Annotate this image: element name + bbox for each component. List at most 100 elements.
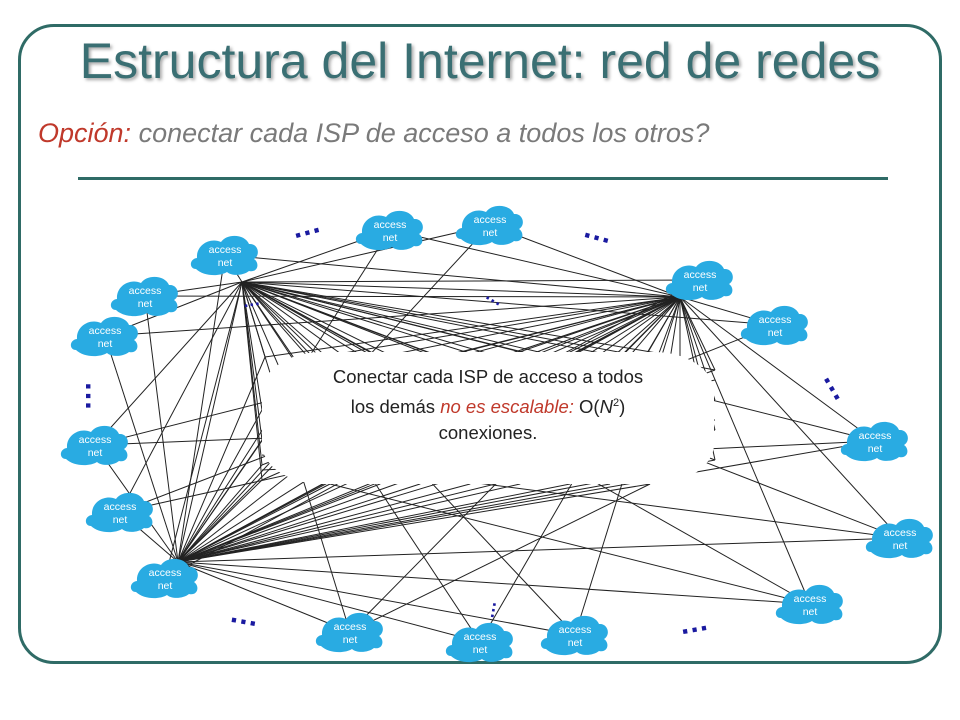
cloud-icon bbox=[70, 316, 138, 357]
node-label-line1: access bbox=[794, 593, 827, 605]
node-label-line2: net bbox=[343, 634, 358, 646]
node-label-line2: net bbox=[893, 540, 908, 552]
callout-not-scalable: no es escalable: bbox=[440, 396, 574, 418]
cloud-icon bbox=[190, 235, 258, 276]
link bbox=[177, 483, 611, 563]
cloud-icon bbox=[60, 425, 128, 466]
link bbox=[679, 296, 811, 605]
link bbox=[177, 561, 481, 643]
node-label-line1: access bbox=[884, 527, 917, 539]
link bbox=[241, 281, 776, 326]
link bbox=[144, 295, 681, 298]
callout-n: N bbox=[599, 396, 613, 418]
link bbox=[177, 356, 266, 563]
link bbox=[164, 281, 243, 579]
cloud-icon bbox=[840, 421, 908, 462]
link bbox=[241, 224, 491, 283]
cloud-icon bbox=[315, 612, 383, 653]
ellipsis-mark: … bbox=[240, 289, 261, 312]
callout-big-o: O( bbox=[573, 396, 600, 418]
link bbox=[241, 281, 321, 358]
link bbox=[144, 295, 179, 563]
link bbox=[241, 281, 561, 358]
link bbox=[177, 483, 521, 563]
node-label-line1: access bbox=[89, 325, 122, 337]
subtitle-rest: conectar cada ISP de acceso a todos los … bbox=[131, 118, 710, 148]
node-label-line1: access bbox=[334, 621, 367, 633]
link bbox=[241, 281, 263, 411]
callout-line-3: conexiones. bbox=[438, 422, 538, 444]
link bbox=[94, 281, 243, 446]
ellipsis-mark: … bbox=[676, 604, 711, 642]
node-label-line1: access bbox=[209, 244, 242, 256]
node-label-line1: access bbox=[464, 631, 497, 643]
link bbox=[177, 537, 901, 563]
node-label-line2: net bbox=[483, 227, 498, 239]
ellipsis-mark: … bbox=[486, 600, 509, 621]
link bbox=[241, 281, 681, 358]
cloud-icon bbox=[665, 260, 733, 301]
link bbox=[177, 483, 421, 563]
node-label-line1: access bbox=[759, 314, 792, 326]
callout-close: ) bbox=[619, 396, 626, 418]
node-label-line2: net bbox=[113, 514, 128, 526]
link bbox=[439, 296, 681, 358]
link bbox=[177, 439, 263, 563]
link bbox=[177, 281, 243, 563]
node-label-line1: access bbox=[374, 219, 407, 231]
ellipsis-mark: … bbox=[580, 211, 618, 251]
link bbox=[119, 281, 243, 513]
node-label-line2: net bbox=[768, 327, 783, 339]
cloud-icon bbox=[85, 492, 153, 533]
callout-line-2-pre: los demás bbox=[350, 396, 441, 418]
link bbox=[177, 483, 471, 563]
link bbox=[379, 296, 681, 358]
link bbox=[177, 561, 576, 636]
node-label-line1: access bbox=[859, 430, 892, 442]
title-divider bbox=[78, 177, 888, 180]
link bbox=[241, 281, 266, 358]
link bbox=[177, 479, 263, 563]
node-label-line2: net bbox=[98, 338, 113, 350]
node-group: accessnetaccessnetaccessnetaccessnetacce… bbox=[60, 205, 933, 663]
link bbox=[177, 483, 571, 563]
ellipsis-mark: … bbox=[816, 364, 860, 406]
cloud-icon bbox=[355, 210, 423, 251]
ellipsis-mark: … bbox=[79, 381, 112, 411]
cloud-icon bbox=[865, 518, 933, 559]
link bbox=[177, 483, 331, 563]
node-label-line2: net bbox=[218, 257, 233, 269]
link bbox=[619, 296, 681, 358]
node-label-line2: net bbox=[803, 606, 818, 618]
slide-title: Estructura del Internet: red de redes bbox=[79, 33, 881, 89]
link bbox=[104, 335, 179, 563]
link bbox=[177, 561, 811, 605]
link bbox=[241, 281, 681, 298]
link bbox=[241, 279, 701, 283]
link bbox=[241, 281, 501, 358]
ellipsis-mark: … bbox=[482, 284, 508, 310]
node-label-line2: net bbox=[158, 580, 173, 592]
link bbox=[319, 296, 681, 358]
link bbox=[177, 409, 263, 563]
node-label-line2: net bbox=[473, 644, 488, 656]
subtitle-lead: Opción: bbox=[38, 118, 132, 148]
node-label-line2: net bbox=[868, 443, 883, 455]
cloud-icon bbox=[775, 584, 843, 625]
callout-exponent: 2 bbox=[612, 397, 620, 409]
link bbox=[679, 296, 716, 371]
